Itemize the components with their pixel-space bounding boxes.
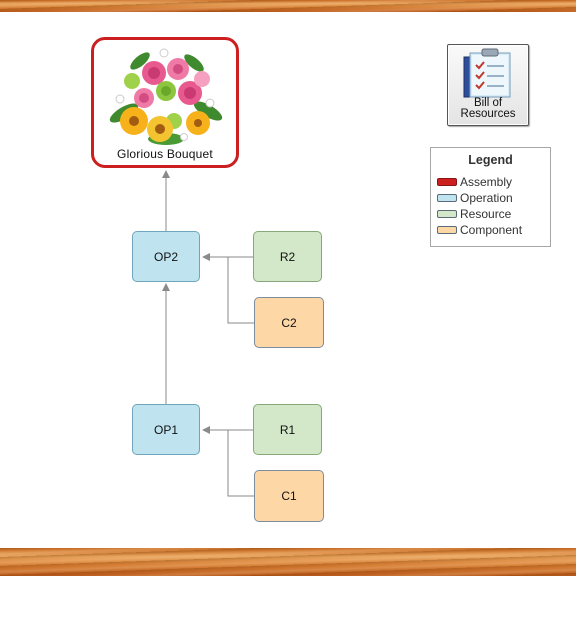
legend-item-resource: Resource <box>437 207 511 221</box>
bill-of-resources-button[interactable]: Bill of Resources <box>447 44 529 126</box>
operation-node-op2[interactable]: OP2 <box>132 231 200 282</box>
resource-node-r1[interactable]: R1 <box>253 404 322 455</box>
component-node-c1[interactable]: C1 <box>254 470 324 522</box>
legend-swatch-operation <box>437 194 457 202</box>
legend-item-assembly: Assembly <box>437 175 512 189</box>
connector-c2-op2 <box>227 257 254 324</box>
clipboard-checklist-icon <box>463 48 511 98</box>
assembly-label: Glorious Bouquet <box>117 147 213 161</box>
legend-title: Legend <box>468 153 513 167</box>
legend-swatch-assembly <box>437 178 457 186</box>
legend-swatch-resource <box>437 210 457 218</box>
legend-swatch-component <box>437 226 457 234</box>
legend: Legend Assembly Operation Resource Compo… <box>430 147 551 247</box>
legend-item-component: Component <box>437 223 522 237</box>
resource-node-r2[interactable]: R2 <box>253 231 322 282</box>
bill-of-resources-label: Bill of Resources <box>460 97 516 120</box>
legend-item-operation: Operation <box>437 191 513 205</box>
operation-node-op1[interactable]: OP1 <box>132 404 200 455</box>
flower-bouquet-image <box>109 48 223 145</box>
component-node-c2[interactable]: C2 <box>254 297 324 348</box>
connector-c1-op1 <box>227 430 254 497</box>
bottom-wood-border <box>0 548 576 576</box>
assembly-node[interactable]: Glorious Bouquet <box>91 37 239 168</box>
top-wood-border <box>0 0 576 12</box>
